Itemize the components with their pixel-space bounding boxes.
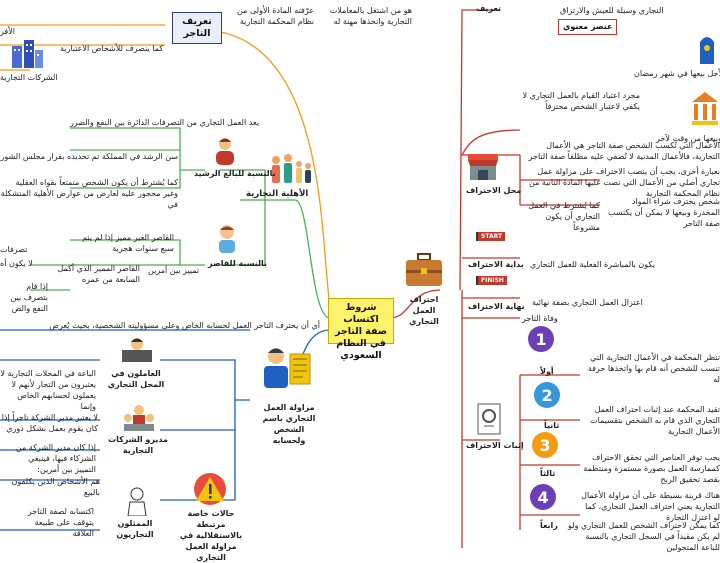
shop-icon — [468, 154, 498, 180]
finish-label: نهاية الاحتراف — [468, 302, 525, 311]
companies-top-text: الأفر — [0, 27, 16, 36]
root-node[interactable]: شروط اكتساب صفة التاجر في النظام السعودي — [328, 298, 394, 361]
third-text: يجب توفر العناصر التي تحقق الاحتراف كمما… — [583, 453, 720, 484]
badge-2-icon: 2 — [534, 382, 560, 408]
agents-note-2: اكتسابه لصفة التاجر يتوقف على طبيعة العل… — [27, 507, 94, 538]
minor-line-5: تصرفات — [0, 245, 28, 254]
minor-line-2: القاصر المميز الذي أكمل السابعة من عمره — [57, 264, 140, 284]
shop-workers-icon — [122, 338, 152, 362]
second-label: ثانياً — [544, 421, 560, 430]
first-label: أولاً — [540, 367, 554, 376]
agents-label: الممثلون التجاريون — [116, 519, 154, 539]
family-icon — [272, 154, 311, 183]
adult-line-2: سن الرشد في المملكة تم تحديده بقرار مجلس… — [0, 152, 178, 161]
ramadan-text: لأجل بيعها في شهر رمضان — [634, 69, 720, 78]
adult-item-label: بالنسبة للبالغ الرشيد — [194, 169, 276, 178]
minor-item-label: بالنسبة للقاصر — [208, 259, 268, 268]
managers-icon — [124, 405, 154, 431]
adult-line-3: كما يُشترط أن يكون الشخص متمتعاً بقواه ا… — [0, 178, 178, 209]
subject-line-2: بعبارة أخرى، يجب أن ينصب الاحتراف على مز… — [529, 167, 720, 198]
warning-icon — [194, 473, 226, 505]
start-flag: START — [476, 232, 506, 241]
minor-person-icon — [219, 225, 235, 253]
mere-habit-text: مجرد اعتياد القيام بالعمل التجاري لا يكف… — [522, 91, 640, 111]
definition-label: تعريف — [476, 4, 502, 13]
own-account-top-line: أي أن يحترف التاجر العمل لحسابه الخاص وع… — [49, 321, 320, 330]
moral-element-node[interactable]: عنصر معنوي — [558, 19, 618, 35]
managers-label: مديرو الشركات التجارية — [108, 435, 168, 455]
agents-note-1: هم الأشخاص الذين يكلفون بالبيع — [11, 477, 100, 497]
first-text: تنظر المحكمة في الأعمال التجارية التي تن… — [587, 353, 720, 384]
trader-definition-node[interactable]: تعريف التاجر — [172, 12, 222, 44]
finish-flag: FINISH — [476, 276, 507, 285]
bank-icon — [692, 92, 718, 125]
definition-line-1: عرّفته المادة الأولى من نظام المحكمة الت… — [237, 6, 314, 26]
buildings-icon — [12, 40, 43, 68]
managers-note-1: لا يعتبر مدير الشركة تاجراً إذا كان يقوم… — [1, 413, 98, 433]
merchant-icon — [264, 348, 311, 388]
workers-label: العاملون في المحل التجاري — [107, 369, 165, 389]
minor-line-4: إذا قام بتصرف بين النفع والض — [10, 282, 48, 313]
second-text: تقيد المحكمة عند إثبات احتراف العمل التج… — [590, 405, 720, 436]
capacity-label: الأهلية التجارية — [246, 189, 309, 199]
finish-line-1: اعتزال العمل التجاري بصفة نهائية — [532, 298, 643, 307]
proof-icon — [477, 403, 501, 435]
third-label: ثالثاً — [540, 469, 556, 478]
ramadan-icon — [700, 37, 714, 64]
fourth-label: رابعاً — [540, 521, 558, 530]
fourth-text-1: هناك قرينة بسيطة على أن مزاولة الأعمال ا… — [581, 491, 720, 522]
briefcase-icon — [406, 253, 442, 286]
companies-label: الشركات التجارية — [0, 73, 58, 82]
subject-line-4: شخص يحترف شراء المواد المخدرة وبيعها لا … — [608, 197, 720, 228]
minor-line-1: القاصر الغير مميز إذا لم يتم سبع سنوات ه… — [82, 233, 174, 253]
badge-4-icon: 4 — [530, 484, 556, 510]
badge-3-icon: 3 — [532, 432, 558, 458]
special-cases-label: حالات خاصة مرتبطة بالاستقلالية في مزاولة… — [179, 509, 243, 562]
start-label: بداية الاحتراف — [468, 260, 524, 269]
start-text: يكون بالمباشرة الفعلية للعمل التجاري — [530, 260, 656, 269]
subject-label: محل الاحتراف — [466, 186, 522, 195]
proof-label: إثبات الاحتراف — [466, 441, 524, 450]
adult-person-icon — [216, 138, 234, 165]
subject-line-1: الأعمال التي تُكسب الشخص صفة التاجر هي ا… — [528, 141, 720, 161]
moral-persons-text: كما ينصرف للأشخاص الاعتبارية — [60, 44, 164, 53]
subject-line-3: كما يُشترط في العمل التجاري أن يكون مشرو… — [528, 201, 600, 232]
minor-line-3: لا يكون أه — [0, 259, 33, 268]
profession-label: احتراف العمل التجاري — [409, 295, 439, 326]
agents-icon — [127, 487, 147, 516]
managers-note-2: إذا كان مدير الشركة من الشركاء فيها، فين… — [15, 443, 96, 474]
distinguish-label: تمييز بين أمرين — [148, 266, 200, 275]
fourth-text-2: كما يمكن لاحتراف الشخص للعمل التجاري ولو… — [568, 521, 720, 552]
own-account-label: مزاولة العمل التجاري باسم الشخص ولحسابه — [262, 403, 316, 445]
mindmap-connectors — [0, 9, 600, 548]
badge-1-icon: 1 — [528, 326, 554, 352]
definition-line-2: هو من اشتغل بالمعاملات التجارية واتخذها … — [329, 6, 412, 26]
adult-line-1: يعد العمل التجاري من التصرفات الدائرة بي… — [70, 118, 259, 127]
definition-top-text: التجاري وسيلة للعيش والارتزاق — [560, 6, 664, 15]
financial-text: المالية وبيعها من وقت لآخر — [656, 134, 720, 143]
workers-note: الباعة في المحلات التجارية لا يعتبرون من… — [0, 369, 96, 411]
finish-line-2: وفاة التاجر — [522, 314, 558, 323]
